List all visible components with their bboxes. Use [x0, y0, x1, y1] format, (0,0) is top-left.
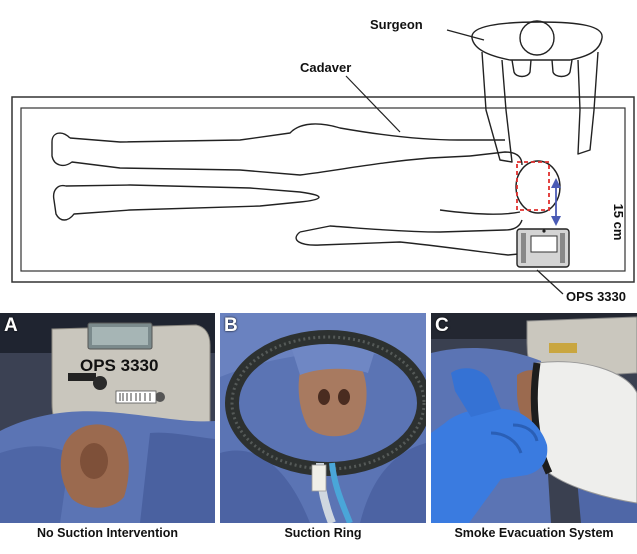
- caption-panel-c: Smoke Evacuation System: [451, 527, 617, 539]
- surgeon-label-leader: [447, 30, 484, 40]
- cadaver-label: Cadaver: [300, 60, 351, 75]
- photo-no-suction: [0, 313, 215, 523]
- photo-panel-b: B: [220, 313, 426, 523]
- distance-label: 15 cm: [611, 204, 626, 241]
- distance-arrow: [551, 178, 561, 226]
- photo-suction-ring: [220, 313, 426, 523]
- ops-device-icon: [517, 229, 569, 267]
- panel-a-device-text: OPS 3330: [80, 356, 158, 376]
- photo-panel-c: C: [431, 313, 637, 523]
- cadaver-outline: [52, 124, 560, 255]
- photo-smoke-evacuation: [431, 313, 637, 523]
- surgeon-label: Surgeon: [370, 17, 423, 32]
- caption-panel-b: Suction Ring: [220, 527, 426, 539]
- device-label: OPS 3330: [566, 289, 626, 304]
- panel-letter-a: A: [4, 315, 18, 337]
- cadaver-label-leader: [346, 76, 400, 132]
- panel-letter-c: C: [435, 315, 449, 337]
- photo-panel-a: A OPS 3330: [0, 313, 215, 523]
- caption-panel-a: No Suction Intervention: [0, 527, 215, 539]
- surgeon-outline: [472, 21, 602, 162]
- panel-letter-b: B: [224, 315, 238, 337]
